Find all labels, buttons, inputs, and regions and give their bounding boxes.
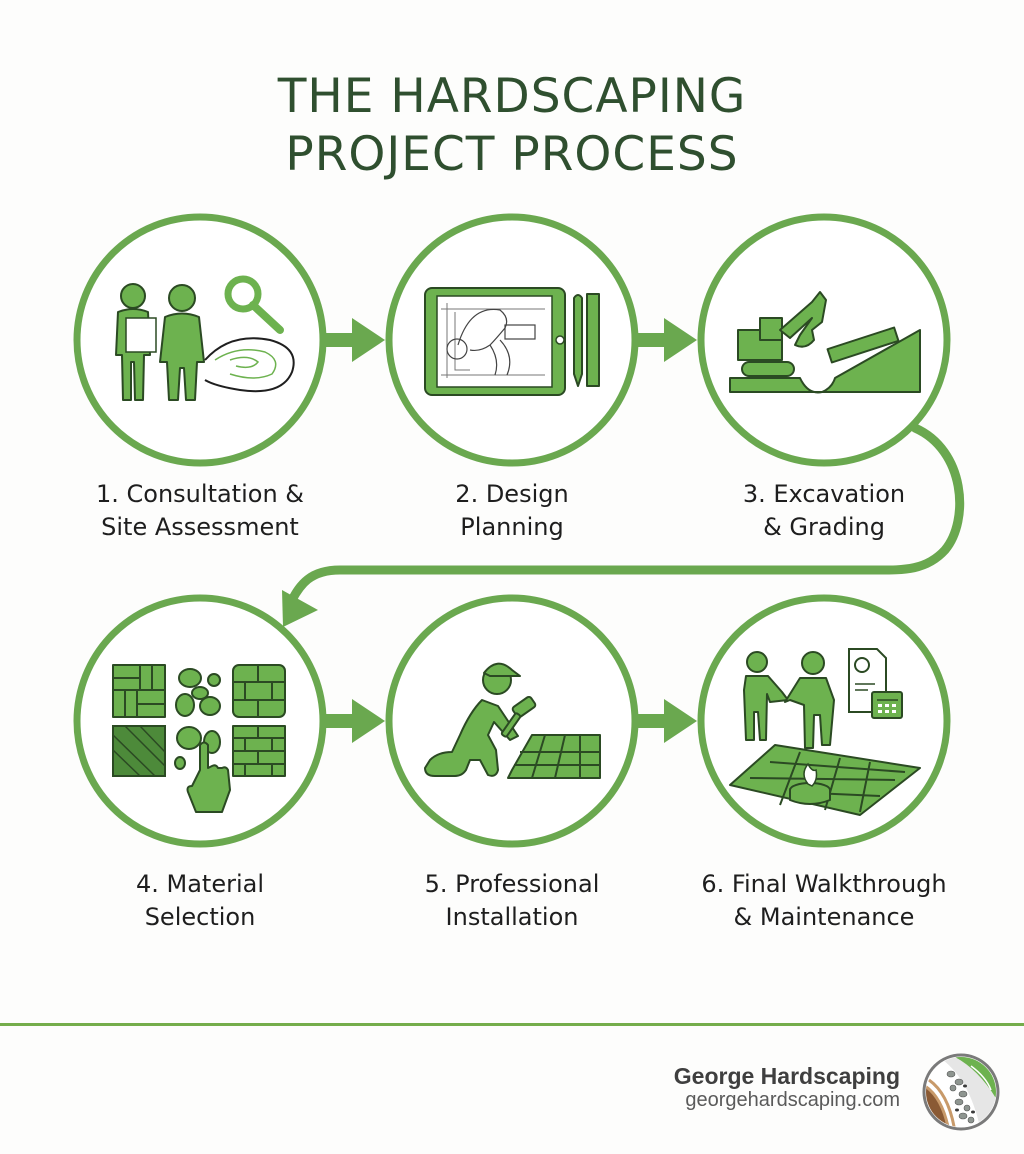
footer-divider (0, 1023, 1024, 1026)
step-3-circle (697, 213, 951, 467)
paver-samples-hand-icon (112, 664, 286, 813)
step-4-label: 4. Material Selection (135, 870, 265, 931)
consultation-magnifier-icon (115, 275, 295, 401)
step-3-label: 3. Excavation & Grading (742, 480, 906, 541)
step-5-label: 5. Professional Installation (424, 870, 600, 931)
tablet-blueprint-icon (424, 287, 600, 396)
page-title: THE HARDSCAPING PROJECT PROCESS (0, 68, 1024, 184)
step-2-label: 2. Design Planning (455, 480, 569, 541)
title-line-2: PROJECT PROCESS (285, 127, 739, 182)
brand-block: George Hardscaping georgehardscaping.com (674, 1063, 900, 1111)
arrow-step1-to-step2 (323, 318, 385, 362)
arrow-step5-to-step6 (635, 699, 697, 743)
arrow-step4-to-step5 (323, 699, 385, 743)
step-1-label: 1. Consultation & Site Assessment (96, 480, 304, 541)
connector-step3-to-step4 (282, 423, 965, 627)
worker-laying-pavers-icon (424, 662, 601, 779)
arrow-step2-to-step3 (635, 318, 697, 362)
stone-leaf-logo-icon (922, 1053, 1000, 1131)
brand-url[interactable]: georgehardscaping.com (685, 1089, 900, 1111)
handshake-patio-schedule-icon (729, 648, 921, 816)
brand-name: George Hardscaping (673, 1063, 900, 1089)
excavator-level-icon (729, 291, 921, 394)
step-6-label: 6. Final Walkthrough & Maintenance (701, 870, 947, 931)
title-line-1: THE HARDSCAPING (277, 69, 747, 124)
